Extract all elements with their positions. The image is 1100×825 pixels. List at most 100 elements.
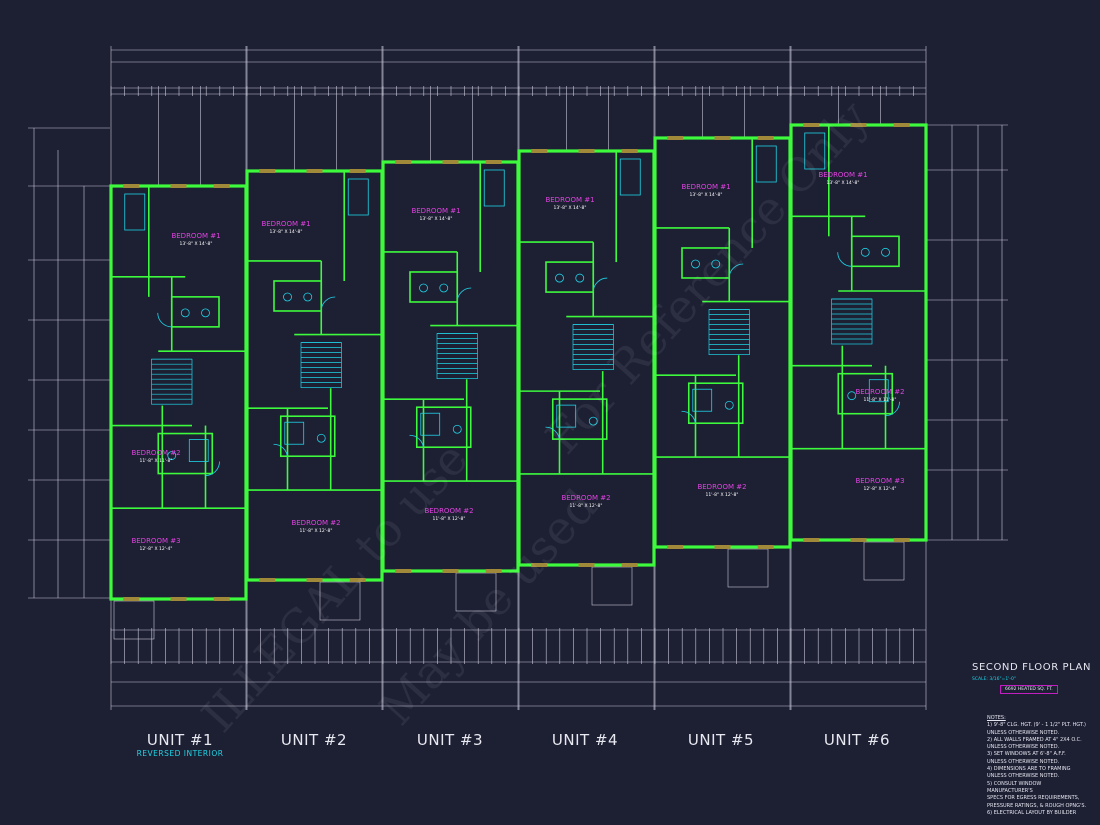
room-size: 11'-8" X 12'-8" — [706, 492, 739, 498]
door-swing — [320, 296, 336, 311]
bath-wall — [170, 296, 220, 328]
room-size: 13'-8" X 14'-8" — [180, 241, 213, 247]
stair-outline — [436, 333, 478, 379]
shower — [755, 145, 777, 183]
title-block: SECOND FLOOR PLAN SCALE: 3/16"=1'-0" — [972, 662, 1091, 682]
porch-outline — [113, 600, 155, 640]
vanity — [420, 412, 441, 436]
window — [850, 538, 867, 542]
bath-wall — [279, 415, 336, 458]
toilet — [439, 283, 449, 293]
note-line: UNLESS OTHERWISE NOTED. — [987, 773, 1060, 780]
window — [621, 563, 638, 567]
window — [349, 578, 366, 582]
room-size: 11'-8" X 11'-8" — [140, 458, 173, 464]
window — [442, 160, 459, 164]
room-size: 11'-8" X 12'-8" — [300, 528, 333, 534]
toilet — [575, 273, 585, 283]
window — [578, 149, 595, 153]
unit-1-label: UNIT #1 — [146, 731, 214, 749]
bath-wall — [415, 406, 472, 449]
sheet-scale: SCALE: 3/16"=1'-0" — [972, 677, 1016, 682]
room-labels: BEDROOM #113'-8" X 14'-8"BEDROOM #211'-8… — [131, 171, 904, 552]
vanity — [284, 421, 305, 445]
window — [578, 563, 595, 567]
room-name: BEDROOM #1 — [545, 196, 594, 204]
room-name: BEDROOM #2 — [424, 507, 473, 515]
room-size: 11'-8" X 12'-8" — [570, 503, 603, 509]
door-swing — [273, 443, 288, 459]
room-size: 12'-8" X 12'-4" — [140, 546, 173, 552]
window — [667, 136, 684, 140]
bath-wall — [273, 280, 323, 312]
sink — [419, 283, 428, 293]
window — [123, 597, 140, 601]
unit-5-label: UNIT #5 — [687, 731, 755, 749]
window — [531, 563, 548, 567]
stair-outline — [300, 342, 342, 388]
vanity — [556, 404, 577, 428]
window — [306, 578, 323, 582]
sink — [881, 247, 890, 257]
note-line: 3) SET WINDOWS AT 6'-8" A.F.F. — [987, 751, 1066, 758]
window — [306, 169, 323, 173]
door-swing — [545, 426, 560, 442]
bath-wall — [850, 235, 900, 268]
toilet — [167, 451, 177, 460]
room-name: BEDROOM #1 — [681, 183, 730, 191]
bath-wall — [551, 398, 608, 440]
note-line: SPECS FOR EGRESS REQUIREMENTS, — [987, 795, 1080, 802]
room-size: 13'-8" X 14'-8" — [420, 216, 453, 222]
window — [803, 538, 820, 542]
toilet — [303, 292, 313, 302]
door-swing — [592, 277, 608, 293]
interior-walls — [111, 125, 926, 509]
stair-outline — [572, 324, 614, 370]
stairs — [151, 298, 873, 405]
porch-outline — [319, 581, 361, 621]
room-name: BEDROOM #2 — [561, 494, 610, 502]
room-size: 13'-8" X 14'-8" — [690, 192, 723, 198]
room-name: BEDROOM #1 — [261, 220, 310, 228]
shower — [483, 169, 505, 207]
room-name: BEDROOM #2 — [855, 388, 904, 396]
porch-outline — [455, 572, 497, 612]
shower — [619, 158, 641, 196]
vanity — [868, 379, 889, 403]
notes-title: NOTES: — [987, 715, 1006, 721]
bath-wall — [687, 382, 744, 425]
window — [803, 123, 820, 127]
room-name: BEDROOM #1 — [818, 171, 867, 179]
window — [485, 160, 502, 164]
window — [667, 545, 684, 549]
porch-outline — [727, 548, 769, 588]
window — [349, 169, 366, 173]
window — [395, 569, 412, 573]
door-swing — [409, 434, 424, 450]
door-swing — [728, 263, 744, 278]
toilet — [452, 424, 462, 434]
sink — [283, 292, 292, 302]
room-name: BEDROOM #1 — [171, 232, 220, 240]
note-line: UNLESS OTHERWISE NOTED. — [987, 729, 1060, 736]
note-line: PRESSURE RATINGS, & ROUGH OPNG'S. — [987, 802, 1087, 809]
dimension-lines — [28, 46, 1008, 710]
window — [442, 569, 459, 573]
shower — [804, 132, 826, 170]
sink — [691, 259, 700, 269]
room-size: 12'-8" X 12'-4" — [864, 486, 897, 492]
window — [714, 545, 731, 549]
door-swing — [456, 287, 472, 302]
vanity — [188, 439, 209, 462]
shower — [347, 178, 369, 216]
note-line: UNLESS OTHERWISE NOTED. — [987, 744, 1060, 751]
window — [259, 169, 276, 173]
door-swing — [205, 461, 220, 476]
toilet — [588, 416, 598, 426]
bath-wall — [409, 271, 459, 303]
bath-wall — [157, 432, 214, 475]
toilet — [860, 247, 870, 257]
window — [170, 597, 187, 601]
room-name: BEDROOM #1 — [411, 207, 460, 215]
toilet — [847, 391, 857, 401]
